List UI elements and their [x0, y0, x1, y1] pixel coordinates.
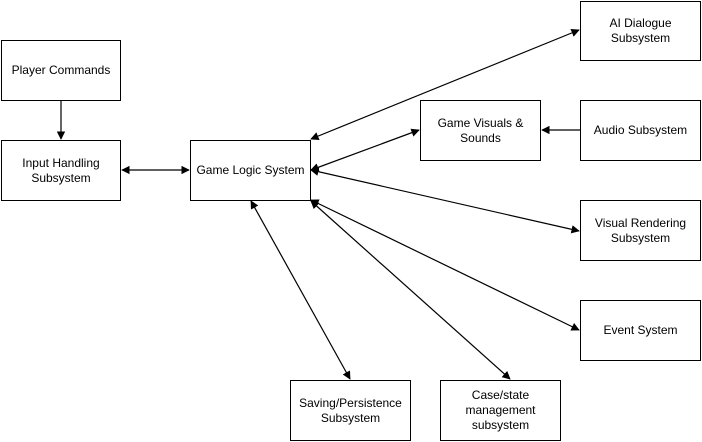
edge-game-logic-event-system: [310, 199, 580, 331]
edge-game-logic-case-state: [310, 200, 511, 380]
node-game-logic: Game Logic System: [190, 140, 311, 201]
edge-game-logic-visual-rendering: [310, 167, 580, 234]
node-player-commands: Player Commands: [1, 40, 121, 101]
edge-game-logic-ai-dialogue: [310, 28, 580, 141]
node-event-system: Event System: [580, 300, 701, 361]
node-game-visuals-sounds: Game Visuals & Sounds: [420, 100, 541, 161]
edge-game-logic-visuals-sounds: [310, 128, 420, 172]
node-case-state: Case/state management subsystem: [440, 380, 561, 441]
edge-game-logic-saving: [250, 200, 351, 380]
node-input-handling: Input Handling Subsystem: [1, 140, 121, 201]
node-ai-dialogue: AI Dialogue Subsystem: [580, 1, 701, 61]
node-visual-rendering: Visual Rendering Subsystem: [580, 200, 701, 261]
node-audio: Audio Subsystem: [580, 100, 701, 161]
node-saving-persistence: Saving/Persistence Subsystem: [290, 380, 411, 441]
